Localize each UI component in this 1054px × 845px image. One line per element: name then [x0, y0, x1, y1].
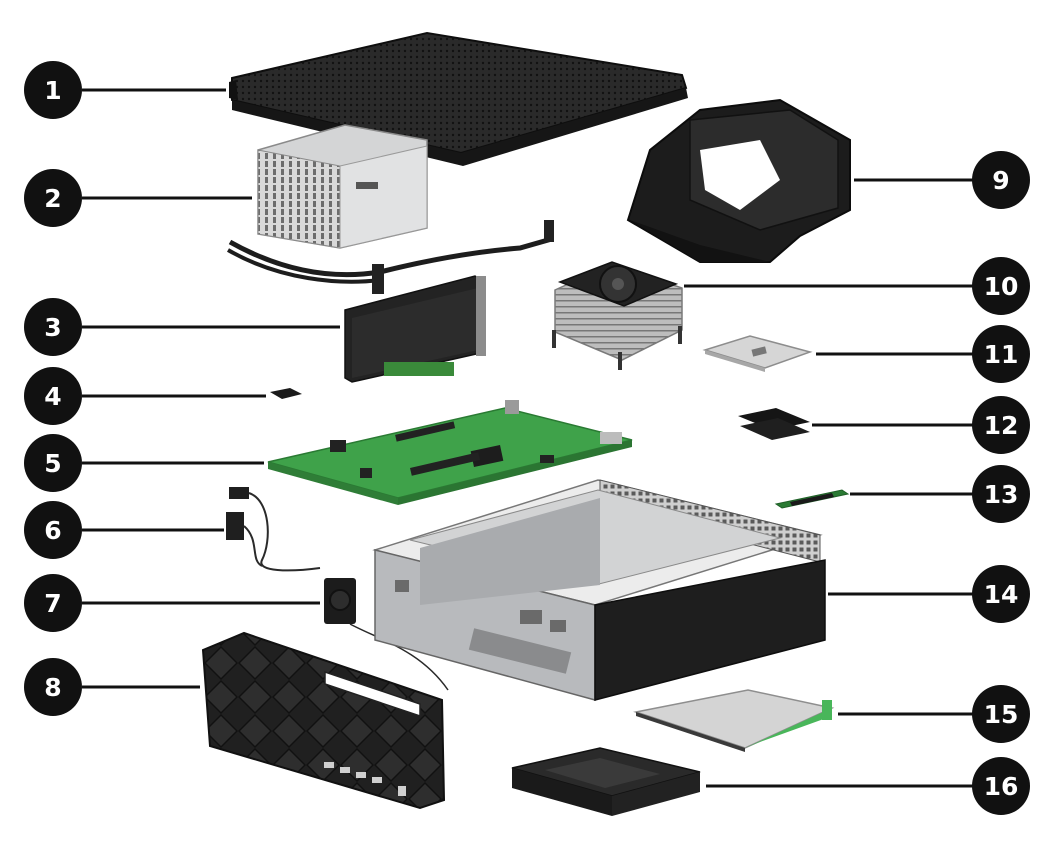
- callout-label-4: 4: [44, 382, 61, 411]
- callout-label-12: 12: [984, 411, 1019, 440]
- leader-lines-left: [82, 88, 340, 689]
- optical-drive-part: [633, 689, 835, 752]
- callout-label-5: 5: [44, 449, 61, 478]
- cpu-cooler-part: [552, 261, 683, 370]
- graphics-card-part: [344, 275, 486, 383]
- chassis-part: [372, 479, 826, 701]
- callout-2: 2: [24, 169, 82, 227]
- m2-ssd-part: [774, 489, 850, 509]
- callout-label-15: 15: [984, 700, 1019, 729]
- power-supply-part: [227, 124, 554, 294]
- callout-16: 16: [972, 757, 1030, 815]
- callout-label-16: 16: [984, 772, 1019, 801]
- callout-label-2: 2: [44, 184, 61, 213]
- small-module-part: [270, 388, 302, 399]
- callout-3: 3: [24, 298, 82, 356]
- callout-label-7: 7: [44, 589, 61, 618]
- speaker-part: [324, 578, 449, 691]
- callout-label-11: 11: [984, 340, 1019, 369]
- drive-part: [702, 335, 813, 372]
- callout-12: 12: [972, 396, 1030, 454]
- front-bezel-part: [201, 631, 446, 810]
- callout-14: 14: [972, 565, 1030, 623]
- callout-4: 4: [24, 367, 82, 425]
- callout-9: 9: [972, 151, 1030, 209]
- callout-label-14: 14: [984, 580, 1019, 609]
- callout-6: 6: [24, 501, 82, 559]
- fan-duct-part: [626, 98, 851, 263]
- callout-5: 5: [24, 434, 82, 492]
- memory-module-part: [738, 408, 810, 440]
- leader-lines-right: [684, 178, 975, 788]
- callout-7: 7: [24, 574, 82, 632]
- callout-label-8: 8: [44, 673, 61, 702]
- callout-label-13: 13: [984, 480, 1019, 509]
- cable-connector-part: [226, 487, 321, 572]
- hard-drive-cage-part: [511, 747, 701, 816]
- callout-label-6: 6: [44, 516, 61, 545]
- callout-10: 10: [972, 257, 1030, 315]
- callout-label-10: 10: [984, 272, 1019, 301]
- callout-13: 13: [972, 465, 1030, 523]
- callout-label-9: 9: [992, 166, 1009, 195]
- callout-11: 11: [972, 325, 1030, 383]
- callout-1: 1: [24, 61, 82, 119]
- callout-15: 15: [972, 685, 1030, 743]
- system-board-part: [267, 400, 633, 505]
- callout-label-1: 1: [44, 76, 61, 105]
- callout-8: 8: [24, 658, 82, 716]
- callout-label-3: 3: [44, 313, 61, 342]
- access-panel-part: [229, 31, 688, 166]
